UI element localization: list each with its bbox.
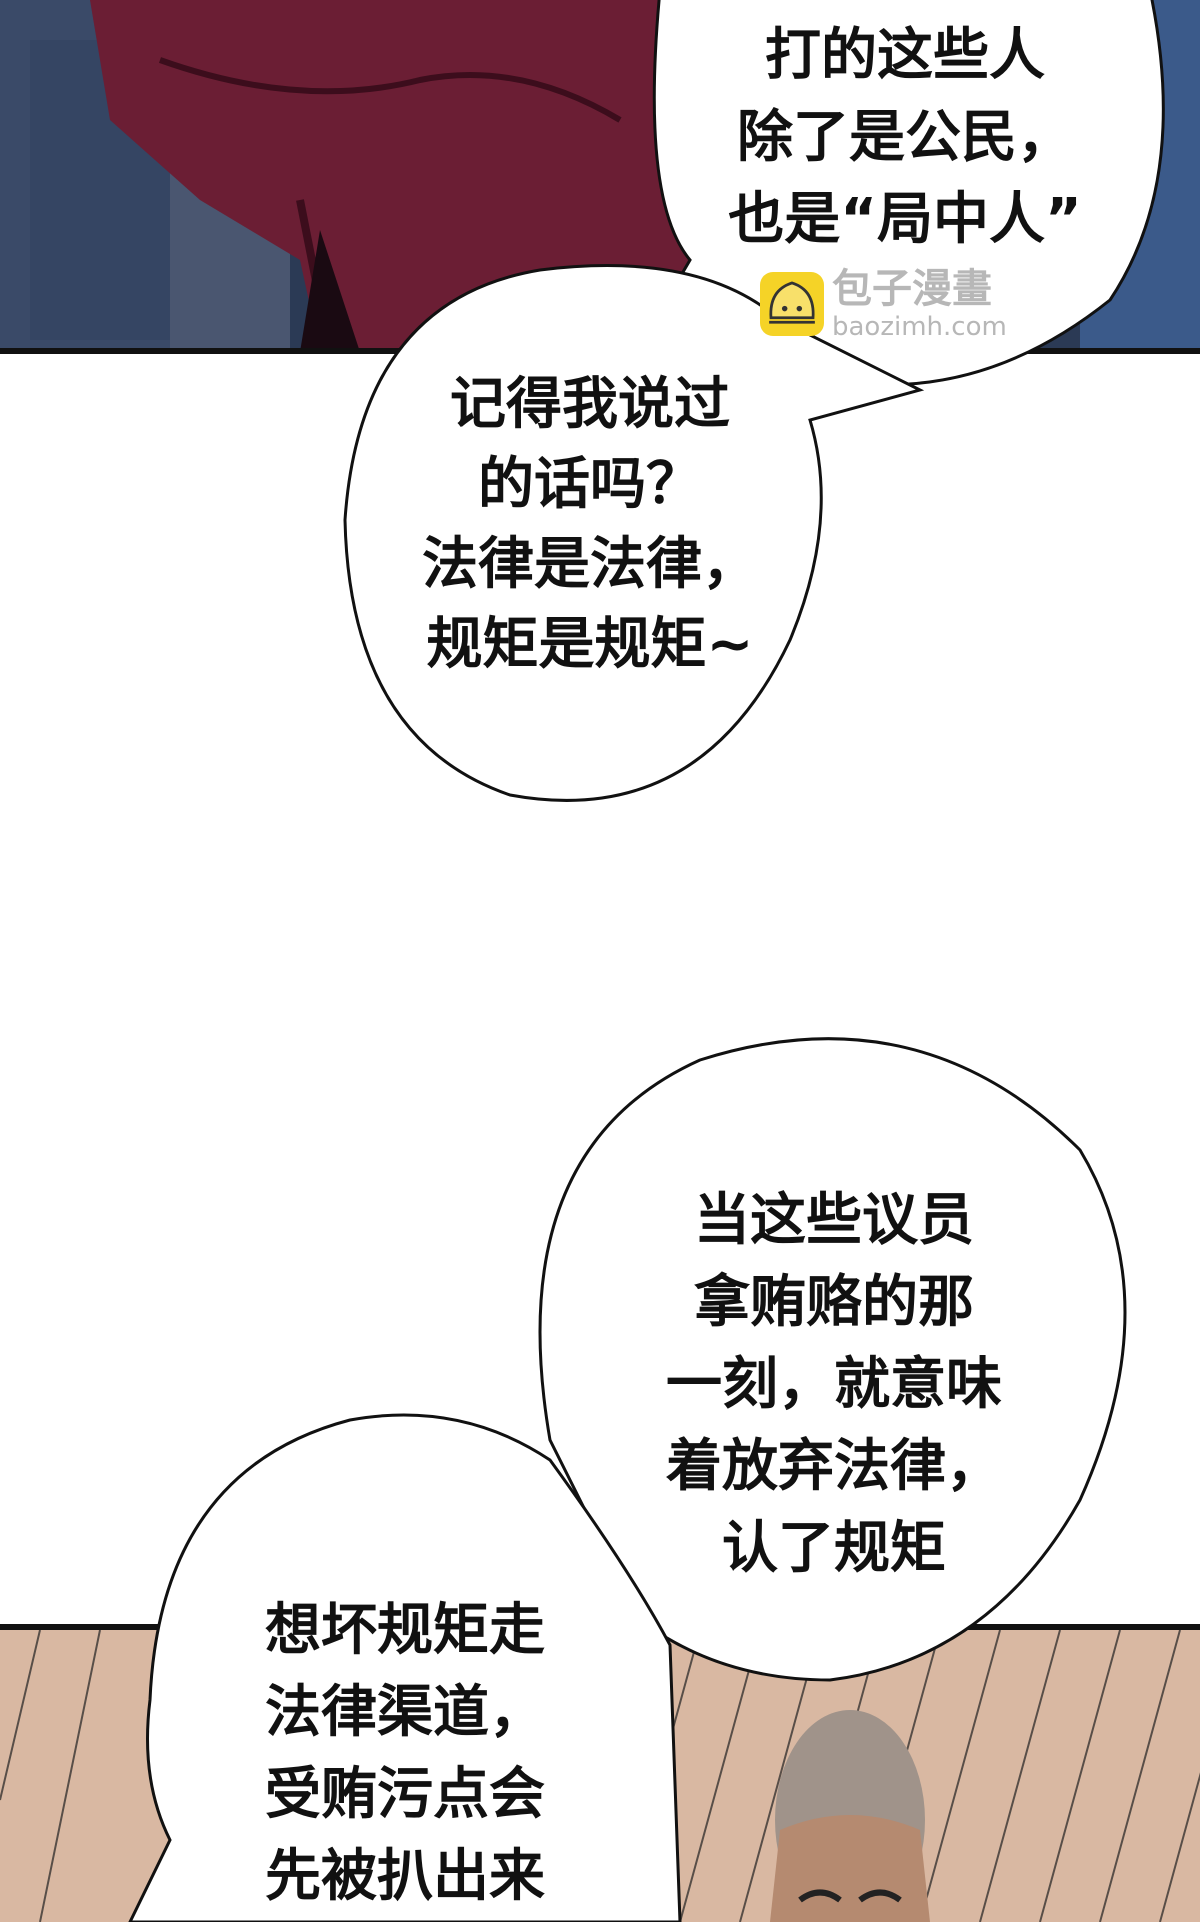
bubble-line: 拿贿赂的那	[694, 1270, 974, 1335]
bubble-line: 当这些议员	[694, 1188, 974, 1253]
bubble-line: 记得我说过	[450, 372, 730, 437]
bun-logo-icon	[760, 272, 824, 336]
bubble-line: 想坏规矩走	[265, 1598, 545, 1663]
bubble-line: 法律是法律，	[422, 532, 758, 597]
watermark-name: 包子漫畫	[832, 266, 992, 312]
bubble-line: 法律渠道，	[265, 1680, 545, 1745]
bubble-line: 受贿污点会	[265, 1762, 545, 1827]
bubble-line: 着放弃法律，	[666, 1434, 1002, 1499]
bubble-line: 打的这些人	[764, 23, 1045, 88]
bubble-3-text: 当这些议员 拿贿赂的那 一刻，就意味 着放弃法律， 认了规矩	[666, 1180, 1002, 1590]
speech-bubble-4	[128, 1413, 682, 1922]
bubble-line: 认了规矩	[722, 1516, 946, 1581]
bubble-line: 规矩是规矩~	[426, 612, 754, 677]
bubble-2-text: 记得我说过 的话吗？ 法律是法律， 规矩是规矩~	[422, 365, 758, 685]
bubble-line: 也是“局中人”	[728, 187, 1082, 252]
bubble-line: 一刻，就意味	[666, 1352, 1002, 1417]
bubble-line: 除了是公民，	[736, 105, 1073, 170]
bubble-line: 的话吗？	[478, 452, 702, 517]
bubble-4-text: 想坏规矩走 法律渠道， 受贿污点会 先被扒出来	[265, 1590, 545, 1918]
watermark-url: baozimh.com	[832, 312, 1007, 342]
speech-bubble-3	[538, 1037, 1127, 1682]
speech-bubble-2	[343, 264, 925, 802]
bubble-line: 先被扒出来	[265, 1844, 545, 1909]
bubble-1-text: 打的这些人 除了是公民， 也是“局中人”	[728, 15, 1082, 261]
